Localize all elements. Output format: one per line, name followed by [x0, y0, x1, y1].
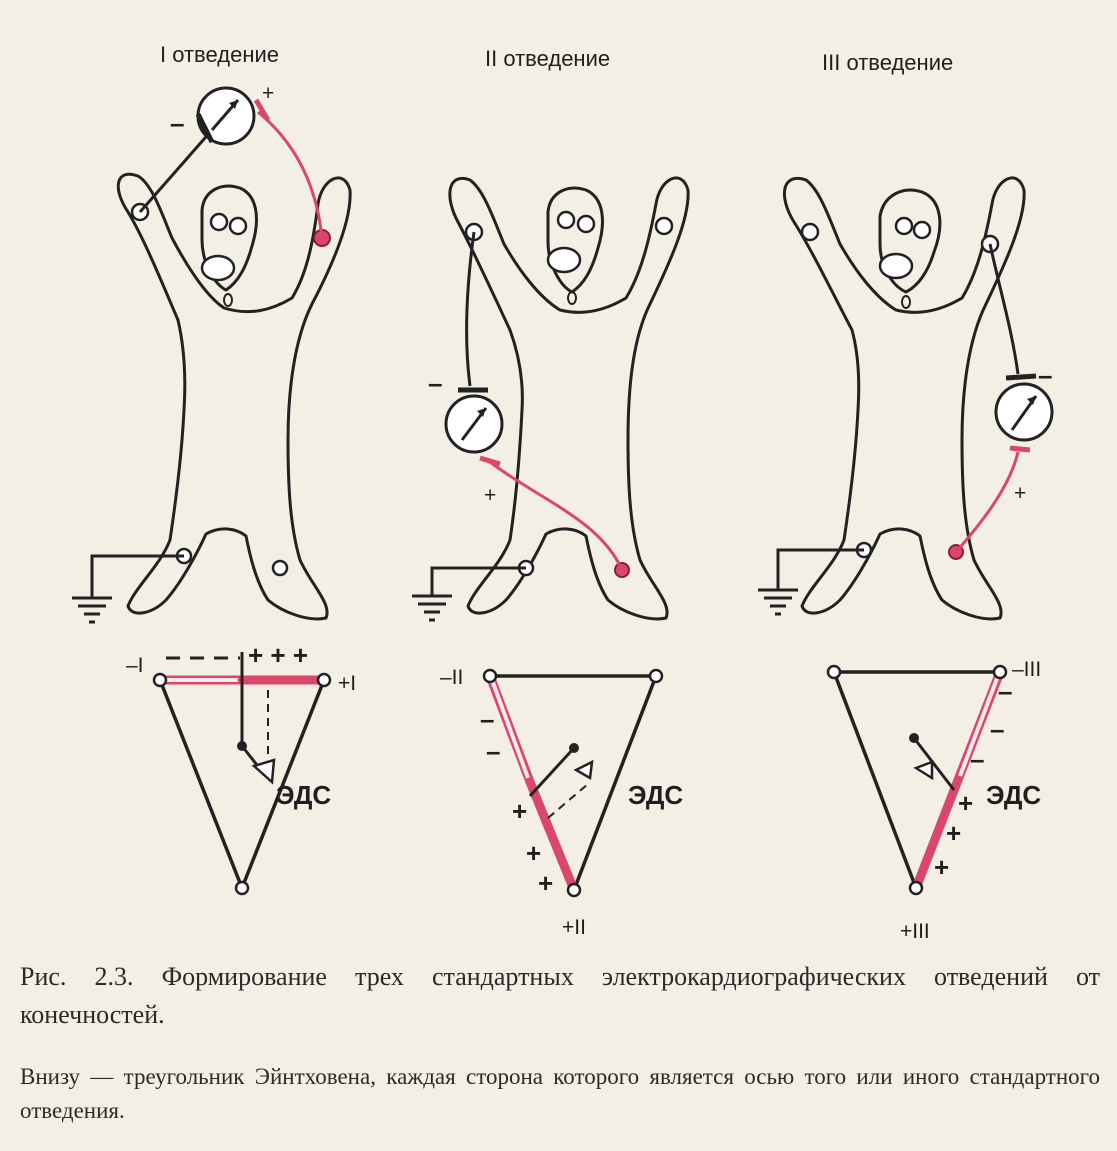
ground-icon	[72, 598, 112, 622]
eds-origin-dot	[569, 743, 579, 753]
electrode-left-arm	[656, 218, 672, 234]
ground-icon	[758, 590, 798, 614]
wire-positive	[490, 462, 622, 570]
eds-label-III: ЭДС	[986, 780, 1041, 810]
ground-icon	[412, 596, 452, 620]
einthoven-triangle-I: –I +I + + + ЭДС	[126, 640, 356, 894]
terminal-pos-I: +I	[338, 672, 356, 695]
meter-plus-III: +	[1014, 482, 1026, 505]
side-plus-II: +	[526, 838, 541, 868]
vertex	[568, 884, 580, 896]
side-plus-III: +	[934, 852, 949, 882]
eds-origin-dot	[909, 733, 919, 743]
eye-icon	[914, 222, 930, 238]
mouth-icon	[902, 296, 910, 308]
eds-vector	[530, 748, 574, 796]
ground-wire	[92, 556, 184, 598]
eye-icon	[558, 212, 574, 228]
vertex	[910, 882, 922, 894]
electrode-right-arm	[802, 224, 818, 240]
vertex	[236, 882, 248, 894]
meter-minus-III: –	[1038, 360, 1052, 390]
lead-III-title: III отведение	[822, 50, 953, 75]
figure-lead-III: – +	[758, 178, 1052, 619]
terminal-neg-III: –III	[1012, 658, 1041, 681]
eds-vector	[914, 738, 954, 790]
nose-icon	[548, 248, 580, 272]
meter-minus-I: –	[170, 108, 184, 138]
terminal-neg-I: –I	[126, 654, 144, 677]
wire-negative	[140, 130, 212, 212]
mouth-icon	[568, 292, 576, 304]
eds-arrowhead	[576, 762, 592, 778]
eye-icon	[230, 218, 246, 234]
side-minus-III: –	[990, 714, 1004, 744]
eye-icon	[211, 214, 227, 230]
eds-label-I: ЭДС	[276, 780, 331, 810]
galvanometer-icon	[446, 390, 502, 464]
side-minus-III: –	[970, 744, 984, 774]
side-plus-II: +	[538, 868, 553, 898]
vertex	[484, 670, 496, 682]
terminal-pos-II: +II	[562, 916, 586, 939]
figure-lead-I: – +	[72, 82, 350, 622]
lead-I-title: I отведение	[160, 42, 279, 67]
side-plus-II: +	[512, 796, 527, 826]
mouth-icon	[224, 294, 232, 306]
meter-plus-II: +	[484, 484, 496, 507]
vertex	[650, 670, 662, 682]
terminal-pos-III: +III	[900, 920, 930, 943]
side-plus-III: +	[946, 818, 961, 848]
meter-minus-II: –	[428, 368, 442, 398]
eye-icon	[578, 216, 594, 232]
projection-dash	[548, 784, 588, 818]
vertex	[828, 666, 840, 678]
side-minus-II: –	[486, 736, 500, 766]
nose-icon	[880, 254, 912, 278]
terminal-neg-II: –II	[440, 666, 463, 689]
einthoven-triangle-II: –II +II – – + + + ЭДС	[440, 666, 683, 939]
galvanometer-icon	[198, 88, 268, 144]
side-minus-III: –	[998, 676, 1012, 706]
electrode-left-leg	[273, 561, 287, 575]
nose-icon	[202, 256, 234, 280]
figure-lead-II: – +	[412, 178, 688, 620]
wire-positive	[258, 112, 322, 238]
wire-negative	[467, 232, 474, 386]
meter-plus-I: +	[262, 82, 274, 105]
eds-arrowhead	[916, 762, 932, 778]
lead-II-title: II отведение	[485, 46, 610, 71]
eds-label-II: ЭДС	[628, 780, 683, 810]
side-minus-II: –	[480, 704, 494, 734]
side-plus-III: +	[958, 788, 973, 818]
figure-caption: Рис. 2.3. Формирование трех стандартных …	[20, 958, 1100, 1034]
vertex	[154, 674, 166, 686]
figure-note: Внизу — треугольник Эйнтховена, каждая с…	[20, 1060, 1100, 1128]
eye-icon	[896, 218, 912, 234]
triangle-plus-signs-I: + + +	[248, 640, 308, 670]
vertex	[318, 674, 330, 686]
eds-origin-dot	[237, 741, 247, 751]
einthoven-triangle-III: –III +III – – – + + + ЭДС	[828, 658, 1041, 943]
